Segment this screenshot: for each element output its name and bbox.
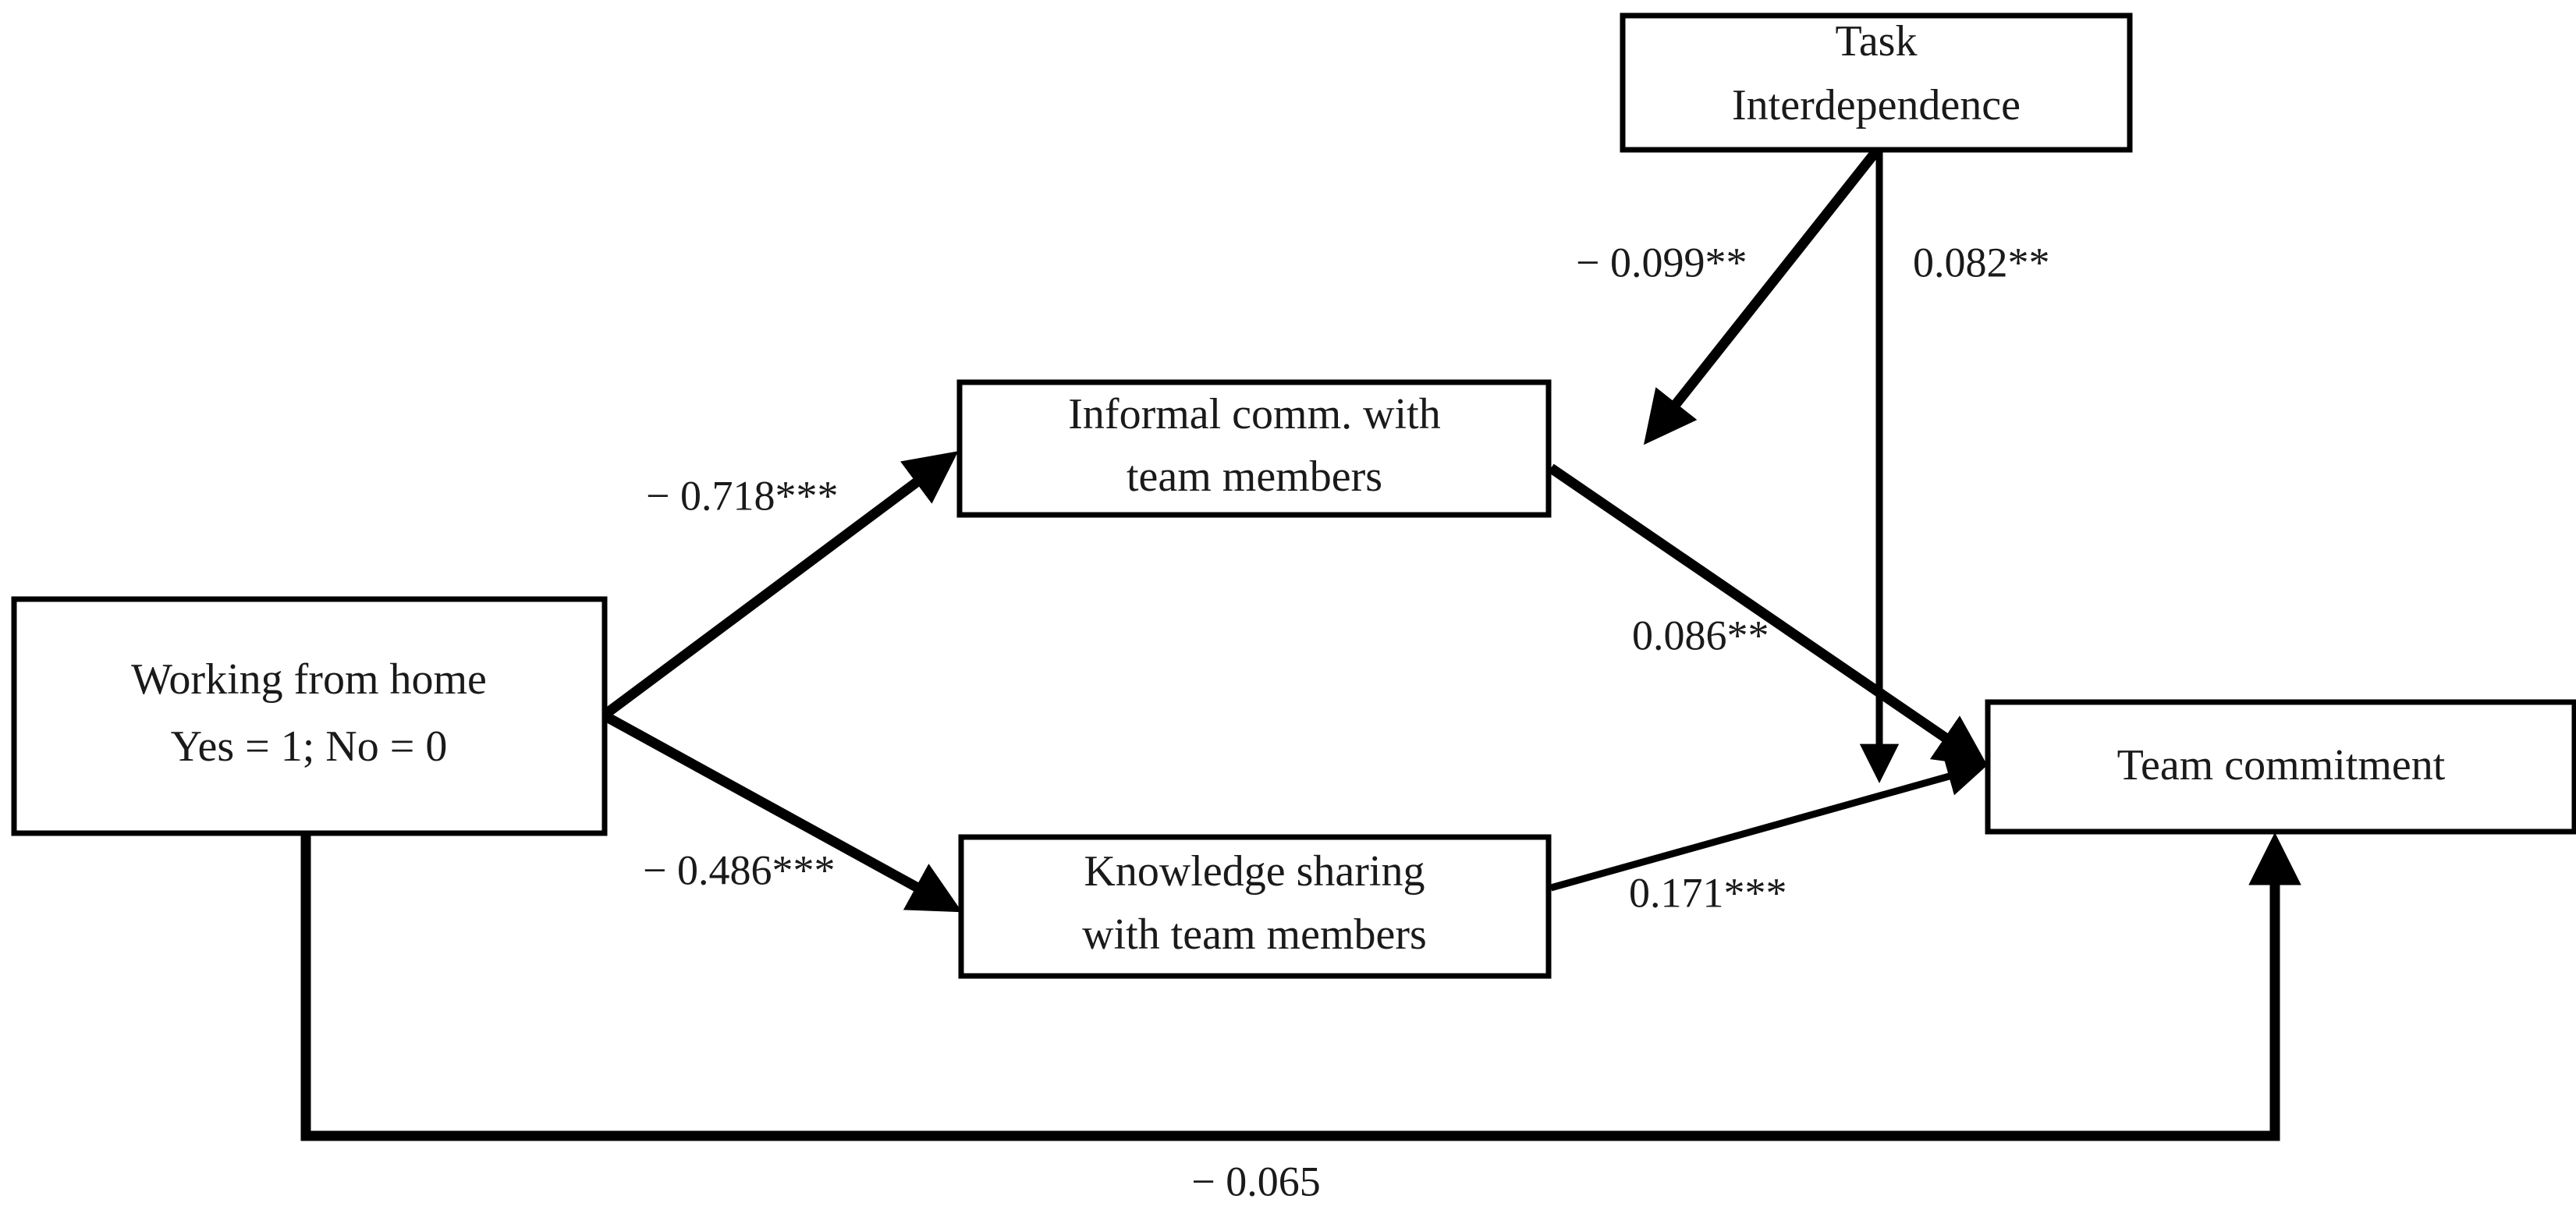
coefficient-knowledge-sharing-to-team-commitment: 0.171*** [1629,869,1787,916]
node-knowledge-sharing-label-line1: Knowledge sharing [1084,847,1425,896]
node-task-interdependence-label-line1: Task [1836,17,1918,66]
node-working-from-home[interactable] [11,596,608,836]
edge-wfh-to-knowledge-sharing [601,711,963,913]
edge-wfh-to-informal-comm [601,451,959,720]
node-informal-comm-label-line1: Informal comm. with [1068,390,1440,438]
edge-informal-comm-to-team-commitment [1548,463,1989,768]
coefficient-informal-comm-to-team-commitment: 0.086** [1632,612,1769,658]
node-informal-comm[interactable] [956,379,1552,518]
coefficient-wfh-to-team-commitment-direct: − 0.065 [1191,1158,1320,1205]
coefficient-wfh-to-knowledge-sharing: − 0.486*** [643,846,835,893]
node-working-from-home-label-line2: Yes = 1; No = 0 [171,722,448,771]
node-team-commitment-label: Team commitment [2117,741,2446,789]
node-team-commitment[interactable] [1985,699,2576,835]
node-informal-comm-label-line2: team members [1127,452,1382,501]
coefficient-task-interdependence-moderation: − 0.099** [1576,239,1747,286]
edge-task-interdependence-moderation [1643,144,1883,445]
edge-wfh-to-team-commitment-direct [300,827,2301,1141]
coefficient-wfh-to-informal-comm: − 0.718*** [646,472,838,519]
node-task-interdependence[interactable] [1620,12,2133,153]
node-task-interdependence-label-line2: Interdependence [1732,81,2021,130]
node-knowledge-sharing-label-line2: with team members [1082,910,1427,959]
node-knowledge-sharing[interactable] [958,834,1552,979]
coefficient-task-interdependence-to-team-commitment: 0.082** [1913,239,2050,286]
edge-knowledge-sharing-to-team-commitment [1549,757,1987,892]
node-working-from-home-label-line1: Working from home [131,655,487,704]
